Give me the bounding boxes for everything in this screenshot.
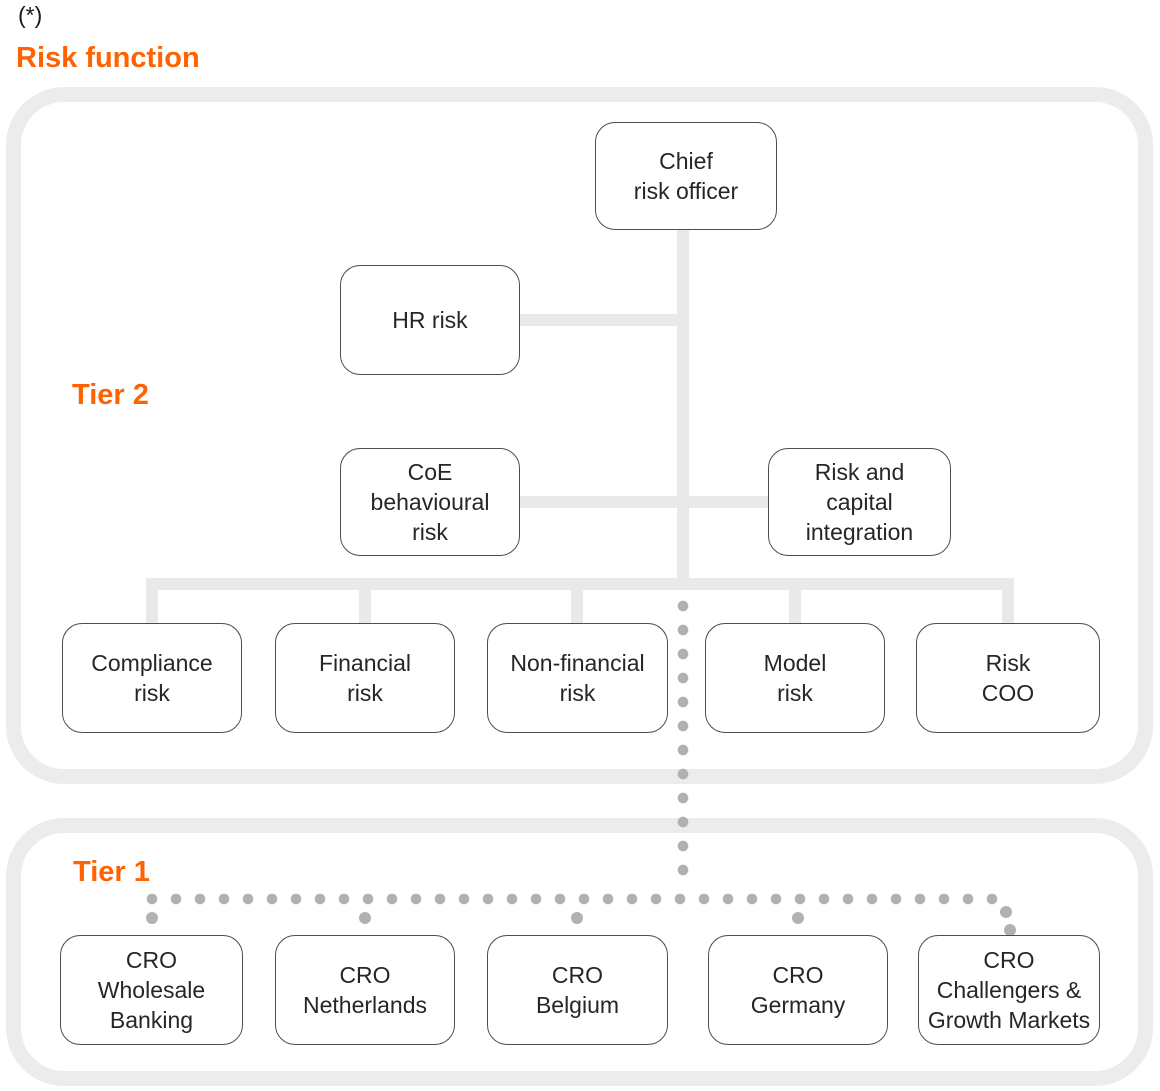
node-label: Compliance risk bbox=[91, 650, 213, 706]
node-label: Chief risk officer bbox=[633, 148, 739, 204]
node-cro-wholesale-banking: CRO Wholesale Banking bbox=[60, 935, 243, 1045]
connector-cro-trunk bbox=[677, 229, 689, 590]
connector-stub-compliance-risk bbox=[146, 588, 158, 624]
node-model-risk: Model risk bbox=[705, 623, 885, 733]
node-risk-and-capital-integration: Risk and capital integration bbox=[768, 448, 951, 556]
node-financial-risk: Financial risk bbox=[275, 623, 455, 733]
node-label: CRO Belgium bbox=[535, 962, 620, 1018]
node-label: CoE behavioural risk bbox=[370, 459, 490, 545]
tier2-container bbox=[6, 87, 1153, 784]
dotted-stub-cro-challengers-2 bbox=[1004, 924, 1016, 936]
node-label: CRO Germany bbox=[750, 962, 846, 1018]
connector-stub-non-financial-risk bbox=[571, 588, 583, 624]
node-chief-risk-officer: Chief risk officer bbox=[595, 122, 777, 230]
node-label: Risk COO bbox=[981, 650, 1035, 706]
dotted-stub-cro-netherlands bbox=[359, 912, 371, 924]
dotted-connector-trunk bbox=[677, 600, 689, 888]
node-label: Non-financial risk bbox=[510, 650, 645, 706]
node-cro-belgium: CRO Belgium bbox=[487, 935, 668, 1045]
connector-risk-and-capital-integration bbox=[683, 496, 770, 508]
node-label: Model risk bbox=[763, 650, 827, 706]
connector-stub-risk-coo bbox=[1002, 588, 1014, 624]
node-label: Financial risk bbox=[318, 650, 412, 706]
node-cro-germany: CRO Germany bbox=[708, 935, 888, 1045]
dotted-stub-cro-wholesale-banking bbox=[146, 912, 158, 924]
node-compliance-risk: Compliance risk bbox=[62, 623, 242, 733]
node-label: Risk and capital integration bbox=[805, 459, 914, 545]
tier2-label: Tier 2 bbox=[72, 379, 149, 411]
node-cro-challengers-growth-markets: CRO Challengers & Growth Markets bbox=[918, 935, 1100, 1045]
dotted-connector-tier1-bar bbox=[140, 893, 1008, 905]
node-label: CRO Wholesale Banking bbox=[97, 947, 206, 1033]
node-coe-behavioural-risk: CoE behavioural risk bbox=[340, 448, 520, 556]
footnote-marker: (*) bbox=[18, 2, 43, 28]
connector-stub-model-risk bbox=[789, 588, 801, 624]
node-hr-risk: HR risk bbox=[340, 265, 520, 375]
tier1-label: Tier 1 bbox=[73, 856, 150, 888]
node-label: CRO Challengers & Growth Markets bbox=[927, 947, 1091, 1033]
dotted-stub-cro-germany bbox=[792, 912, 804, 924]
connector-tier2-row-bar bbox=[146, 578, 1014, 590]
node-risk-coo: Risk COO bbox=[916, 623, 1100, 733]
connector-hr-risk bbox=[518, 314, 683, 326]
page-title: Risk function bbox=[16, 42, 200, 74]
node-label: CRO Netherlands bbox=[302, 962, 428, 1018]
node-label: HR risk bbox=[392, 307, 468, 333]
node-cro-netherlands: CRO Netherlands bbox=[275, 935, 455, 1045]
node-non-financial-risk: Non-financial risk bbox=[487, 623, 668, 733]
dotted-stub-cro-belgium bbox=[571, 912, 583, 924]
connector-coe-behavioural-risk bbox=[518, 496, 683, 508]
dotted-stub-cro-challengers-1 bbox=[1000, 906, 1012, 918]
connector-stub-financial-risk bbox=[359, 588, 371, 624]
tier1-container bbox=[6, 818, 1153, 1086]
